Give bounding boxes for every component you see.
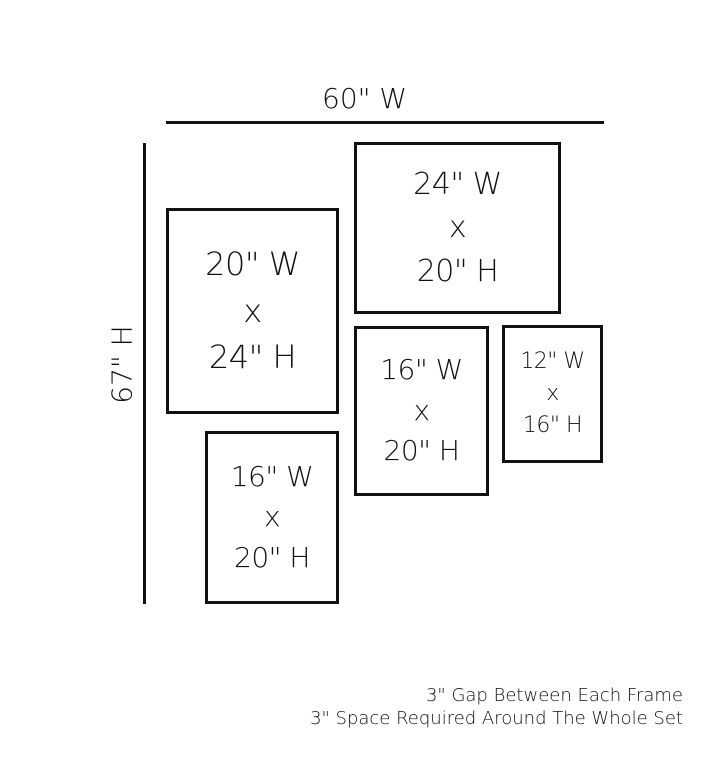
frame-width: 24" W <box>413 166 502 202</box>
frame-height: 20" H <box>234 540 310 574</box>
frame-by: x <box>546 381 559 407</box>
frame-12x16: 12" W x 16" H <box>502 325 603 463</box>
frame-width: 12" W <box>520 349 585 375</box>
frame-height: 24" H <box>208 338 297 377</box>
notes: 3" Gap Between Each Frame 3" Space Requi… <box>310 684 683 730</box>
frame-height: 20" H <box>416 253 499 289</box>
overall-width-label: 60" W <box>322 82 408 115</box>
overall-height-label: 67" H <box>105 325 139 404</box>
frame-height: 20" H <box>383 434 460 468</box>
width-dimension-line <box>166 121 604 124</box>
frame-width: 16" W <box>380 353 463 387</box>
frame-16x20-bottom: 16" W x 20" H <box>205 431 339 604</box>
frame-width: 16" W <box>230 459 314 493</box>
frame-by: x <box>448 210 467 246</box>
frame-by: x <box>243 291 262 330</box>
frame-20x24: 20" W x 24" H <box>166 208 339 414</box>
frame-24x20: 24" W x 20" H <box>354 142 561 314</box>
space-note: 3" Space Required Around The Whole Set <box>310 708 683 729</box>
frame-by: x <box>263 500 281 534</box>
height-dimension-line <box>143 143 146 604</box>
frame-width: 20" W <box>205 245 300 284</box>
frame-16x20-right: 16" W x 20" H <box>354 326 489 496</box>
frame-by: x <box>413 393 430 427</box>
frame-height: 16" H <box>522 412 583 438</box>
gap-note: 3" Gap Between Each Frame <box>425 685 683 706</box>
